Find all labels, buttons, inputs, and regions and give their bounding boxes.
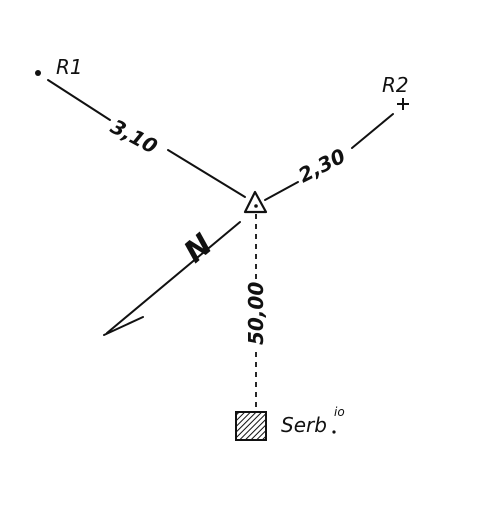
r2-cross-marker	[397, 98, 409, 110]
r1-line-segment-2	[167, 149, 246, 198]
r2-line-segment-2	[351, 113, 394, 149]
r1-label: R1	[56, 55, 83, 79]
target-hatched-square	[235, 411, 267, 441]
north-arrow-icon	[103, 221, 241, 336]
r2-label: R2	[382, 73, 409, 97]
target-abbrev-dot	[332, 430, 336, 434]
distance-target-label: 50,00	[244, 282, 268, 345]
r1-line-segment-1	[47, 79, 111, 121]
r1-point-marker	[35, 70, 41, 76]
north-label: N	[178, 227, 220, 270]
r2-line-segment-1	[264, 181, 299, 201]
target-label: Serb	[281, 413, 327, 437]
target-superscript: io	[334, 405, 345, 419]
station-triangle-icon	[243, 190, 268, 214]
distance-r2-label: 2,30	[294, 144, 349, 188]
distance-r1-label: 3,10	[107, 114, 162, 158]
